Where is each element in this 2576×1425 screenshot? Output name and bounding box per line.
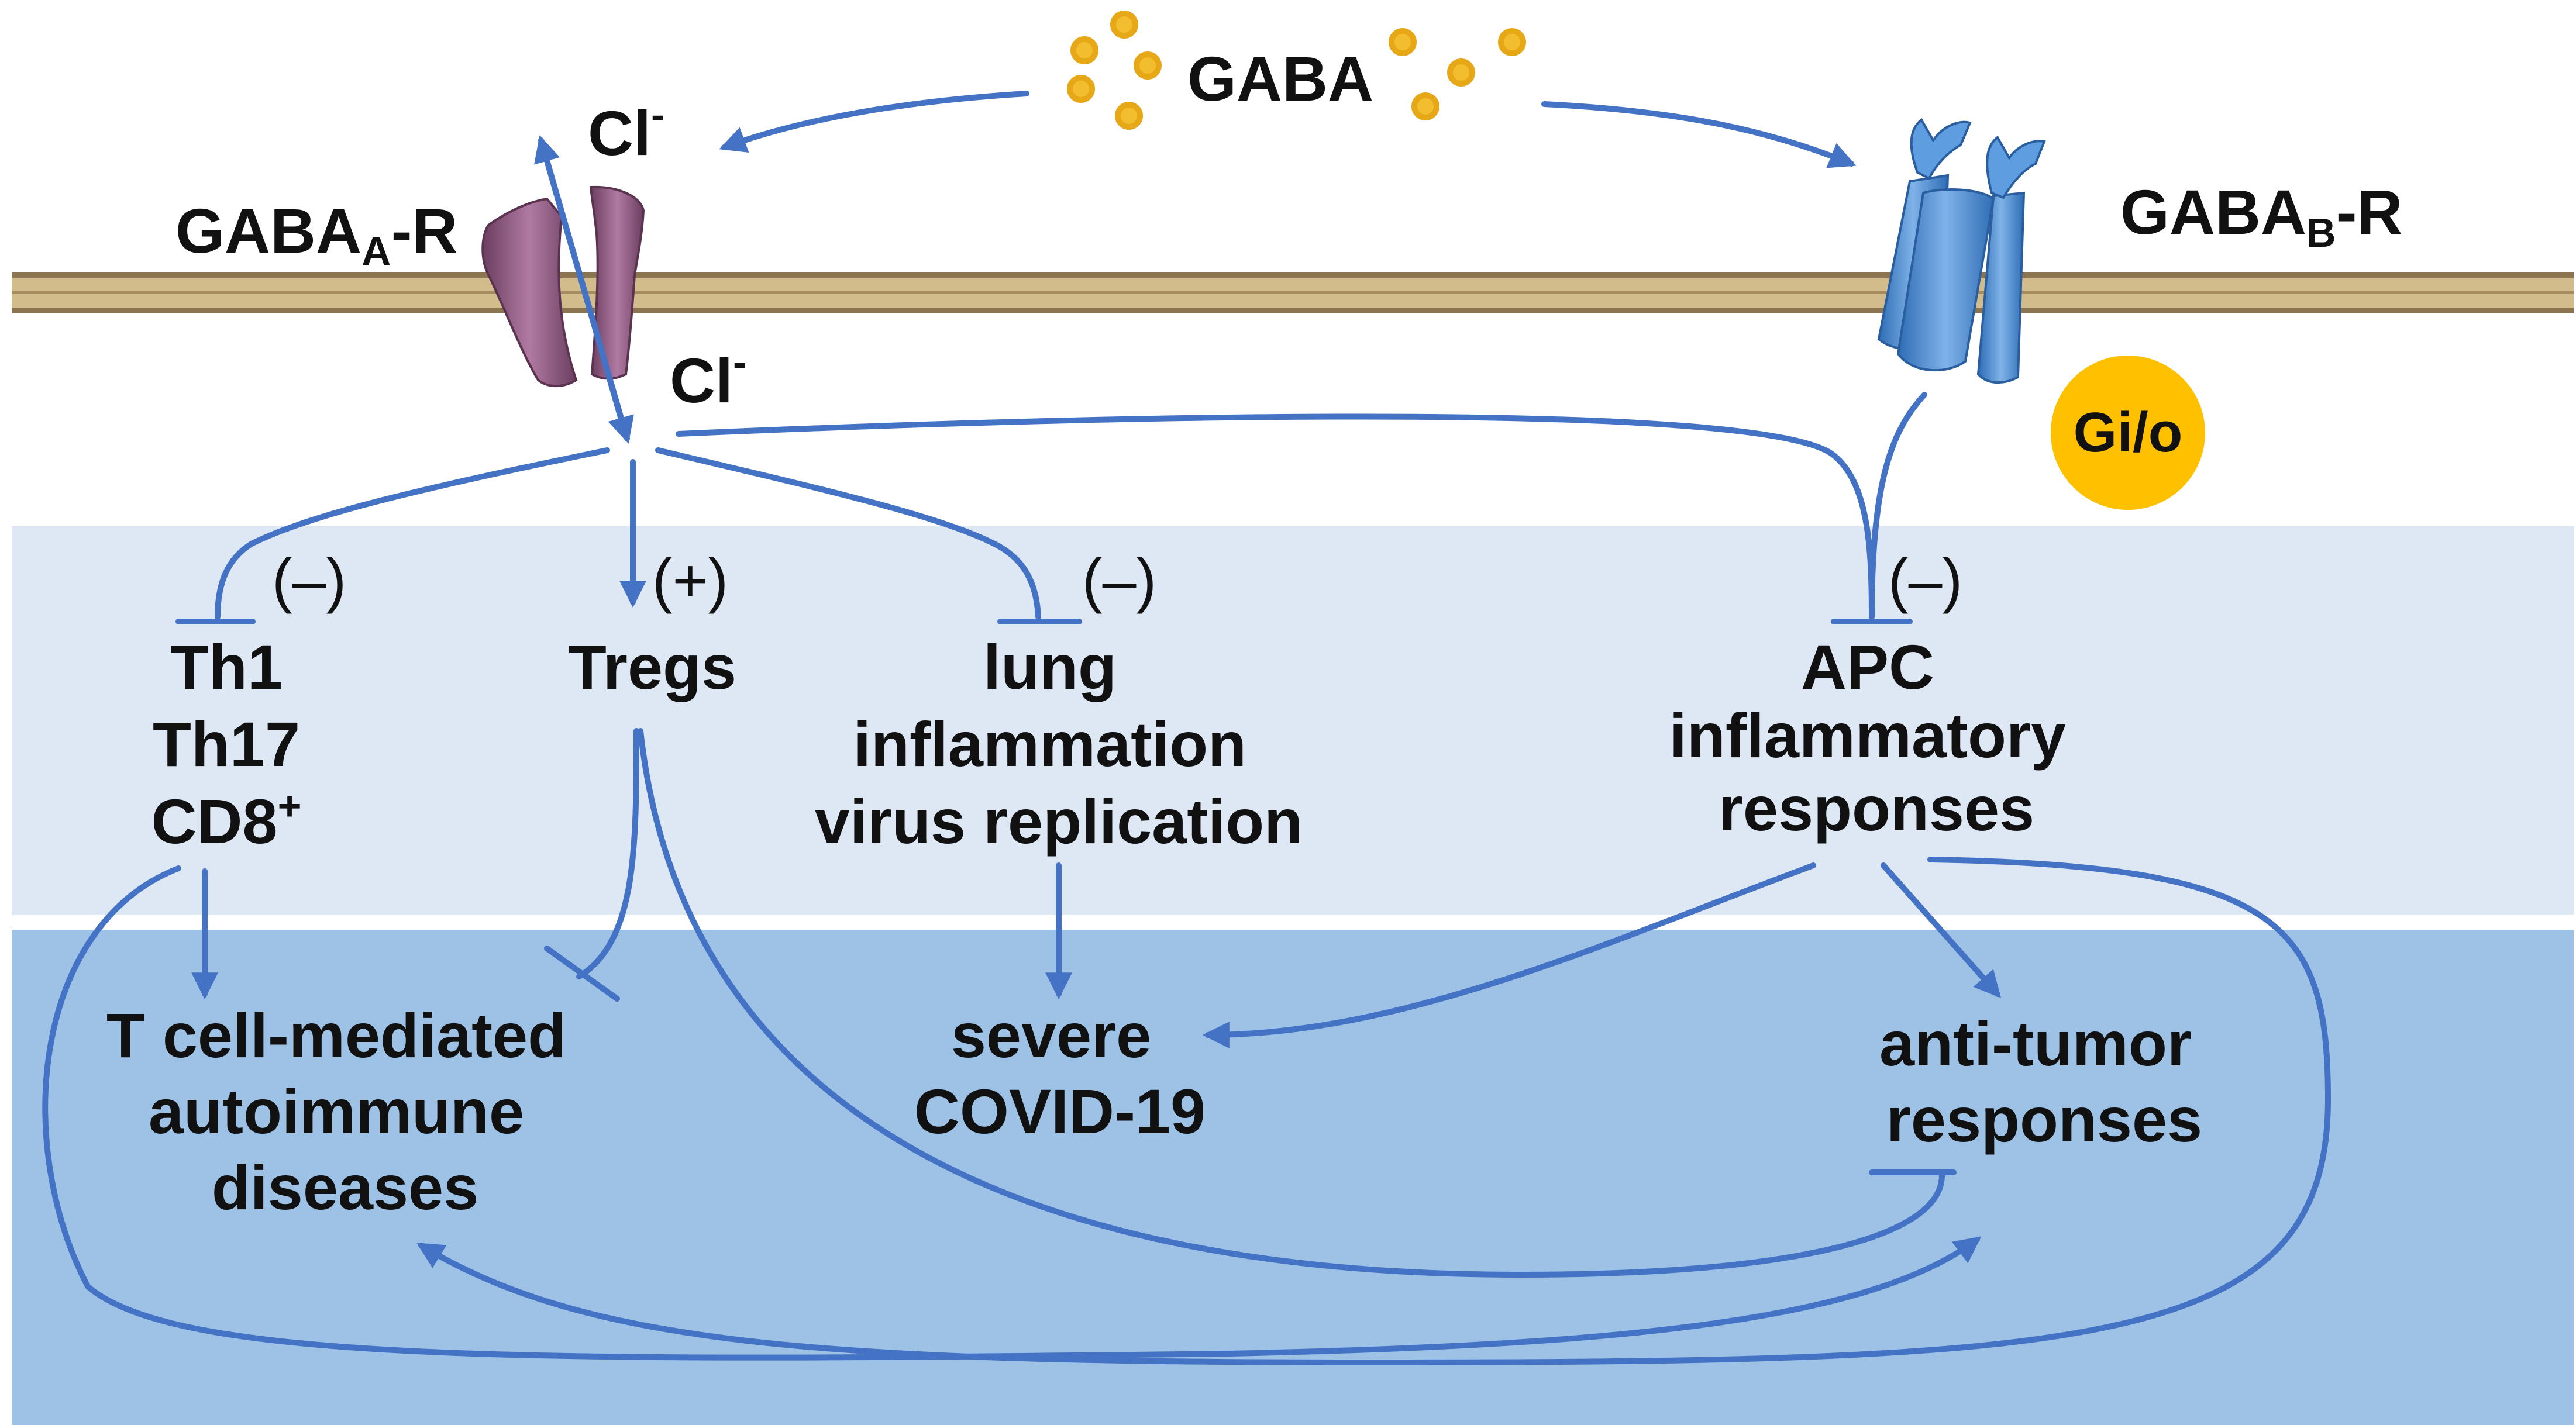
autoimmune-inhibition-bar: [544, 946, 620, 1002]
autoimmune-diseases-label: T cell-mediated autoimmune diseases: [106, 1000, 584, 1223]
gaba-molecule-dot-icon: [1447, 58, 1475, 87]
severe-covid-label: severe COVID-19: [914, 1000, 1206, 1147]
lung-inflammation-label: lung inflammation virus replication: [815, 632, 1303, 857]
chloride-flux-arrow-down: [540, 143, 634, 444]
gaba-b-receptor-icon: [1877, 118, 2046, 384]
gaba-b-to-apc-inhibition: [1869, 392, 1927, 620]
outcome-band: [12, 930, 2574, 1425]
to-lung-inhibition-curve: [655, 447, 1041, 620]
lung-sign-label: (–): [1082, 547, 1156, 615]
gaba-to-gaba-b-arrow: [1541, 101, 1857, 168]
to-apc-inhibition-curve: [676, 413, 1875, 620]
chloride-ion-label-bottom: Cl-: [670, 339, 746, 416]
th-to-tumor-loop-arrow: [42, 865, 1982, 1361]
gaba-molecule-dot-icon: [1067, 75, 1095, 103]
gaba-a-receptor-label: GABAA-R: [175, 195, 458, 274]
gaba-molecule-dot-icon: [1389, 28, 1417, 56]
apc-to-covid-arrow: [1202, 862, 1816, 1048]
gaba-a-receptor-channel-icon: [481, 185, 645, 388]
gaba-molecule-dot-icon: [1498, 28, 1526, 56]
tregs-label: Tregs: [568, 632, 736, 702]
intracellular-band: [12, 526, 2574, 915]
th-cells-label: Th1 Th17 CD8+: [151, 632, 318, 857]
apc-to-tumor-arrow: [1881, 862, 2002, 998]
apc-sign-label: (–): [1888, 547, 1962, 615]
gaba-molecule-dot-icon: [1070, 36, 1098, 64]
th-sign-label: (–): [272, 547, 346, 615]
tregs-to-autoimmune-inhibition: [576, 728, 639, 979]
tregs-to-tumor-inhibition-curve: [638, 728, 1945, 1278]
apc-to-autoimmune-loop-arrow: [416, 857, 2331, 1365]
apc-inflammatory-label: APC inflammatory responses: [1669, 632, 2083, 844]
gaba-to-cl-arrow: [719, 91, 1029, 153]
gaba-molecule-dot-icon: [1134, 51, 1162, 80]
cell-membrane: [12, 272, 2574, 313]
gaba-molecules: [1067, 11, 1526, 130]
chloride-ion-label-top: Cl-: [588, 92, 664, 168]
anti-tumor-responses-label: anti-tumor responses: [1879, 1008, 2209, 1155]
gio-label: Gi/o: [2074, 401, 2183, 464]
tregs-sign-label: (+): [652, 547, 728, 615]
gaba-molecule-dot-icon: [1411, 92, 1439, 120]
gaba-molecule-dot-icon: [1110, 11, 1138, 39]
to-th1-inhibition-curve: [215, 447, 610, 620]
gaba-molecule-dot-icon: [1115, 102, 1143, 130]
gaba-b-receptor-label: GABAB-R: [2120, 177, 2403, 256]
gio-protein-circle: [2051, 356, 2205, 510]
gaba-label: GABA: [1187, 43, 1373, 114]
